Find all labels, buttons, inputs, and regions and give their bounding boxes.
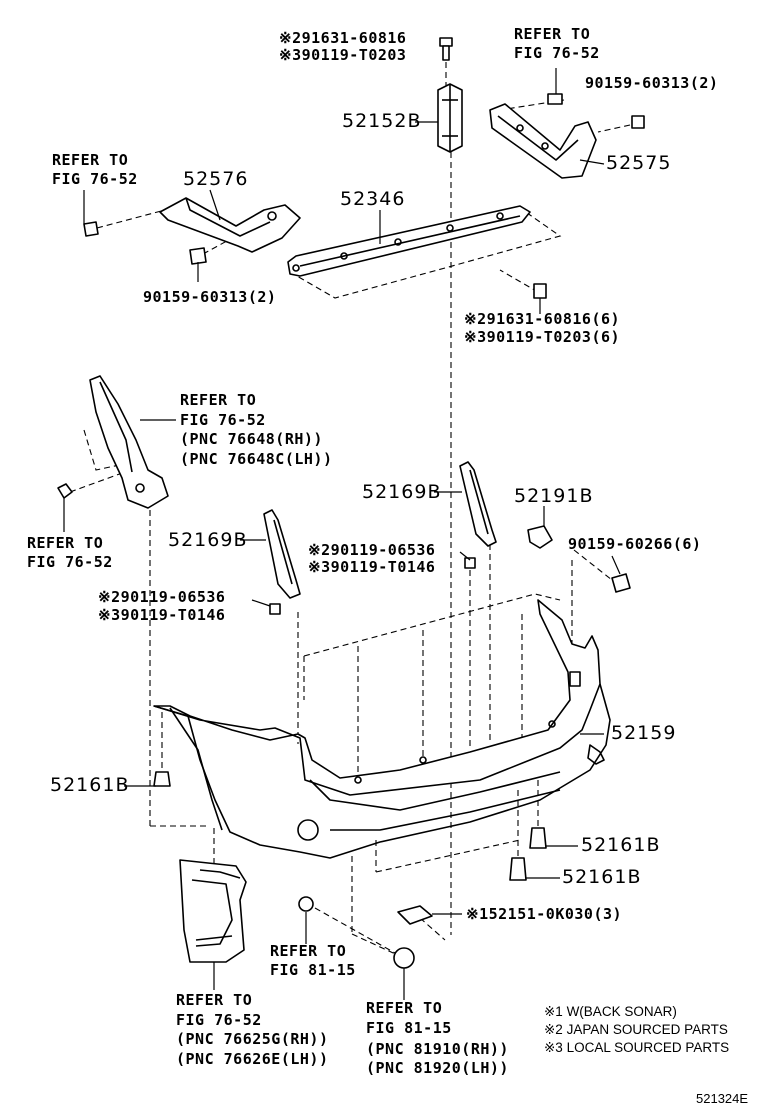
stay-52169b-right [459, 461, 497, 569]
label-part-52191b: 52191B [514, 485, 594, 507]
label-screw-60266: 90159-60266(6) [568, 535, 702, 553]
label-top-bolt-a: ※291631-60816 [279, 29, 407, 47]
retainer-52151 [397, 905, 433, 925]
label-part-52346: 52346 [340, 188, 406, 210]
label-mudguard-pnc-rh: (PNC 76625G(RH)) [176, 1030, 329, 1048]
label-fig-76-52-tr: FIG 76-52 [514, 44, 600, 62]
label-refer-to-tl: REFER TO [52, 151, 129, 169]
label-part-52159: 52159 [611, 722, 677, 744]
leader-lines [63, 68, 621, 1000]
label-part-52152b: 52152B [342, 110, 422, 132]
legend-note-1: ※1 W(BACK SONAR) [544, 1004, 677, 1019]
label-part-52169b-left: 52169B [168, 529, 248, 551]
stay-52169b-left [263, 509, 301, 615]
label-liner-fig: FIG 76-52 [180, 411, 266, 429]
grommet-and-sensor [298, 896, 415, 969]
label-screw-60313-right: 90159-60313(2) [585, 74, 719, 92]
label-sensor-refer-to: REFER TO [366, 999, 443, 1017]
bracket-52152b [437, 83, 463, 153]
label-bolt-t0146-right: ※390119-T0146 [308, 558, 436, 576]
label-part-52161b-right-2: 52161B [562, 866, 642, 888]
illustration-code: 521324E [696, 1091, 749, 1106]
label-sensor-pnc-rh: (PNC 81910(RH)) [366, 1040, 509, 1058]
bracket-52576 [83, 197, 301, 265]
label-liner-pnc-rh: (PNC 76648(RH)) [180, 430, 323, 448]
legend-note-3: ※3 LOCAL SOURCED PARTS [544, 1040, 730, 1055]
label-bolt-06536-left: ※290119-06536 [98, 588, 226, 606]
label-refer-to-tr: REFER TO [514, 25, 591, 43]
label-liner-pnc-lh: (PNC 76648C(LH)) [180, 450, 333, 468]
label-grommet-fig: FIG 81-15 [270, 961, 356, 979]
label-mid-bolt-a: ※291631-60816(6) [464, 310, 621, 328]
label-sensor-pnc-lh: (PNC 81920(LH)) [366, 1059, 509, 1077]
label-liner-refer-to: REFER TO [180, 391, 257, 409]
alignment-lines [69, 62, 631, 959]
label-mudguard-pnc-lh: (PNC 76626E(LH)) [176, 1050, 329, 1068]
label-bolt-t0146-left: ※390119-T0146 [98, 606, 226, 624]
label-part-52151: ※152151-0K030(3) [466, 905, 623, 923]
label-bolt-06536-right: ※290119-06536 [308, 541, 436, 559]
reinforcement-52346 [287, 205, 547, 299]
label-part-52161b-left: 52161B [50, 774, 130, 796]
label-screw-60313-left: 90159-60313(2) [143, 288, 277, 306]
label-mudguard-refer-to: REFER TO [176, 991, 253, 1009]
label-top-bolt-b: ※390119-T0203 [279, 46, 407, 64]
label-mudguard-fig: FIG 76-52 [176, 1011, 262, 1029]
top-bolt [439, 37, 453, 61]
label-part-52169b-right: 52169B [362, 481, 442, 503]
label-part-52161b-right-1: 52161B [581, 834, 661, 856]
clip-52191b [527, 525, 631, 593]
mud-guard [179, 859, 247, 963]
label-sensor-fig: FIG 81-15 [366, 1019, 452, 1037]
wheel-liner [57, 375, 169, 509]
label-grommet-refer-to: REFER TO [270, 942, 347, 960]
label-part-52576: 52576 [183, 168, 249, 190]
label-fig-76-52-l: FIG 76-52 [27, 553, 113, 571]
bracket-52575 [489, 93, 645, 179]
clips-52161b [153, 771, 547, 881]
bumper-cover-52159 [153, 599, 611, 859]
label-refer-to-l: REFER TO [27, 534, 104, 552]
label-part-52575: 52575 [606, 152, 672, 174]
legend-note-2: ※2 JAPAN SOURCED PARTS [544, 1022, 728, 1037]
label-mid-bolt-b: ※390119-T0203(6) [464, 328, 621, 346]
label-fig-76-52-tl: FIG 76-52 [52, 170, 138, 188]
